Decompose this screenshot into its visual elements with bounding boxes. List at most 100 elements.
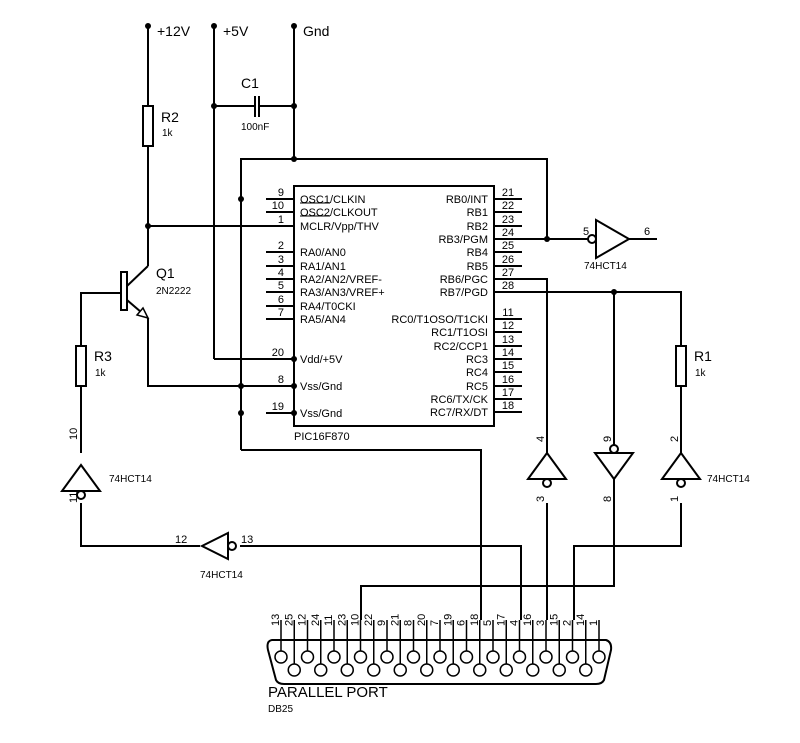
- db25-pin-14: 14: [575, 614, 593, 677]
- pin-number: 17: [502, 387, 514, 399]
- pin-number: 8: [278, 374, 284, 386]
- db25-pin-label: 9: [376, 620, 388, 626]
- inverter-pin-number: 3: [535, 496, 547, 502]
- db25-pin-hole: [367, 663, 381, 677]
- pin-number: 11: [502, 307, 513, 319]
- inverter-pin-number: 11: [68, 492, 80, 503]
- db25-pin-hole: [539, 650, 553, 664]
- db25-pin-hole: [552, 663, 566, 677]
- pin-number: 3: [278, 254, 284, 266]
- pin-number: 6: [278, 294, 284, 306]
- pin-name: RB6/PGC: [440, 274, 488, 286]
- db25-pin-21: 21: [389, 614, 407, 677]
- db25-pin-hole: [459, 650, 474, 664]
- inverter-bubble: [587, 234, 597, 244]
- inverter-pin-number: 4: [535, 436, 547, 442]
- db25-pin-label: 25: [283, 614, 295, 626]
- db25-pin-label: 17: [495, 614, 507, 626]
- db25-pin-4: 4: [509, 620, 527, 664]
- resistor-r2: R2 1k: [142, 105, 294, 266]
- db25-pin-hole: [340, 663, 354, 677]
- inverter-pin-number: 2: [669, 436, 681, 442]
- db25-pin-label: 7: [429, 620, 441, 626]
- inverter-bubble: [76, 490, 86, 500]
- pin-number: 1: [278, 214, 284, 226]
- pin-name: RB1: [467, 207, 488, 219]
- db25-pin-13: 13: [270, 614, 288, 664]
- inverter-pin-number: 6: [644, 226, 650, 238]
- label-5v: +5V: [223, 23, 249, 39]
- pin-number: 16: [502, 374, 514, 386]
- ic-pic16f870: PIC16F870 9OSC1/CLKIN10OSC2/CLKOUT1MCLR/…: [266, 185, 522, 443]
- pin-number: 19: [272, 401, 284, 413]
- db25-pin-label: 24: [310, 614, 322, 626]
- pin-number: 28: [502, 280, 514, 292]
- inverter-u4: 43: [526, 436, 568, 502]
- pin-name: Vdd/+5V: [300, 354, 343, 366]
- db25-pin-hole: [579, 663, 593, 677]
- pin-number: 4: [278, 267, 284, 279]
- db25-pin-hole: [592, 650, 606, 664]
- pin-number: 22: [502, 200, 514, 212]
- db25-pin-hole: [486, 650, 500, 664]
- db25-pin-18: 18: [469, 614, 487, 677]
- inverter-triangle: [660, 451, 702, 480]
- db25-pin-hole: [526, 663, 540, 677]
- connector-title: PARALLEL PORT: [268, 684, 388, 701]
- pin-name: RB2: [467, 221, 488, 233]
- inverter-triangle: [199, 531, 229, 561]
- label-12v: +12V: [157, 23, 191, 39]
- db25-pin-hole: [353, 650, 368, 664]
- db25-pin-hole: [420, 663, 434, 677]
- db25-pin-22: 22: [363, 614, 381, 677]
- db25-pin-hole: [499, 663, 513, 677]
- db25-pin-6: 6: [456, 620, 474, 664]
- pin-number: 10: [272, 200, 284, 212]
- db25-pin-9: 9: [376, 620, 394, 664]
- db25-pin-hole: [393, 663, 407, 677]
- inverter-part-label: 74HCT14: [200, 570, 243, 581]
- pin-number: 9: [278, 187, 284, 199]
- pin-number: 15: [502, 360, 514, 372]
- db25-pin-hole: [433, 650, 447, 664]
- pin-name: Vss/Gnd: [300, 408, 342, 420]
- db25-pin-label: 4: [509, 620, 521, 626]
- pin-number: 18: [502, 400, 514, 412]
- pin-name: RC6/TX/CK: [431, 394, 489, 406]
- pin-name: RB0/INT: [446, 194, 488, 206]
- pin-name: RA0/AN0: [300, 247, 346, 259]
- pin-name: RC7/RX/DT: [430, 407, 488, 419]
- pin-number: 14: [502, 347, 514, 359]
- pin-name: RB4: [467, 247, 488, 259]
- r3-value: 1k: [95, 368, 107, 379]
- db25-pin-hole: [446, 663, 460, 677]
- db25-pin-8: 8: [403, 620, 421, 664]
- inverter-pin-number: 1: [669, 496, 681, 502]
- pin-number: 25: [502, 240, 514, 252]
- power-rail-gnd: Gnd: [240, 23, 548, 450]
- pin-number: 21: [502, 187, 514, 199]
- inverter-triangle: [593, 452, 635, 481]
- ic-name: PIC16F870: [294, 431, 350, 443]
- db25-pin-25: 25: [283, 614, 301, 677]
- db25-pin-label: 18: [469, 614, 481, 626]
- connector-type: DB25: [268, 704, 293, 715]
- db25-pin-11: 11: [323, 615, 341, 664]
- pin-number: 7: [278, 307, 284, 319]
- pin-name: RC0/T1OSO/T1CKI: [391, 314, 488, 326]
